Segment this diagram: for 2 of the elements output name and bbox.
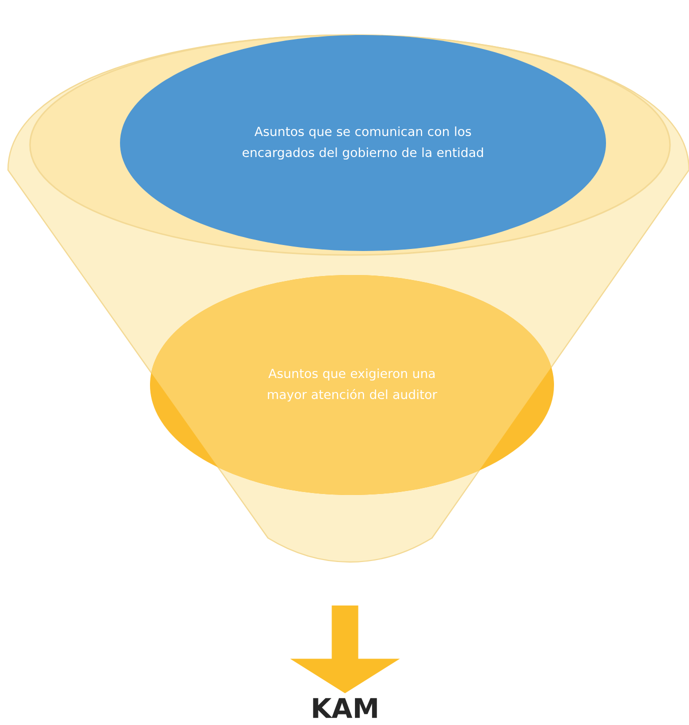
block-arrow: [290, 605, 400, 694]
label-text: KAM: [313, 698, 377, 718]
